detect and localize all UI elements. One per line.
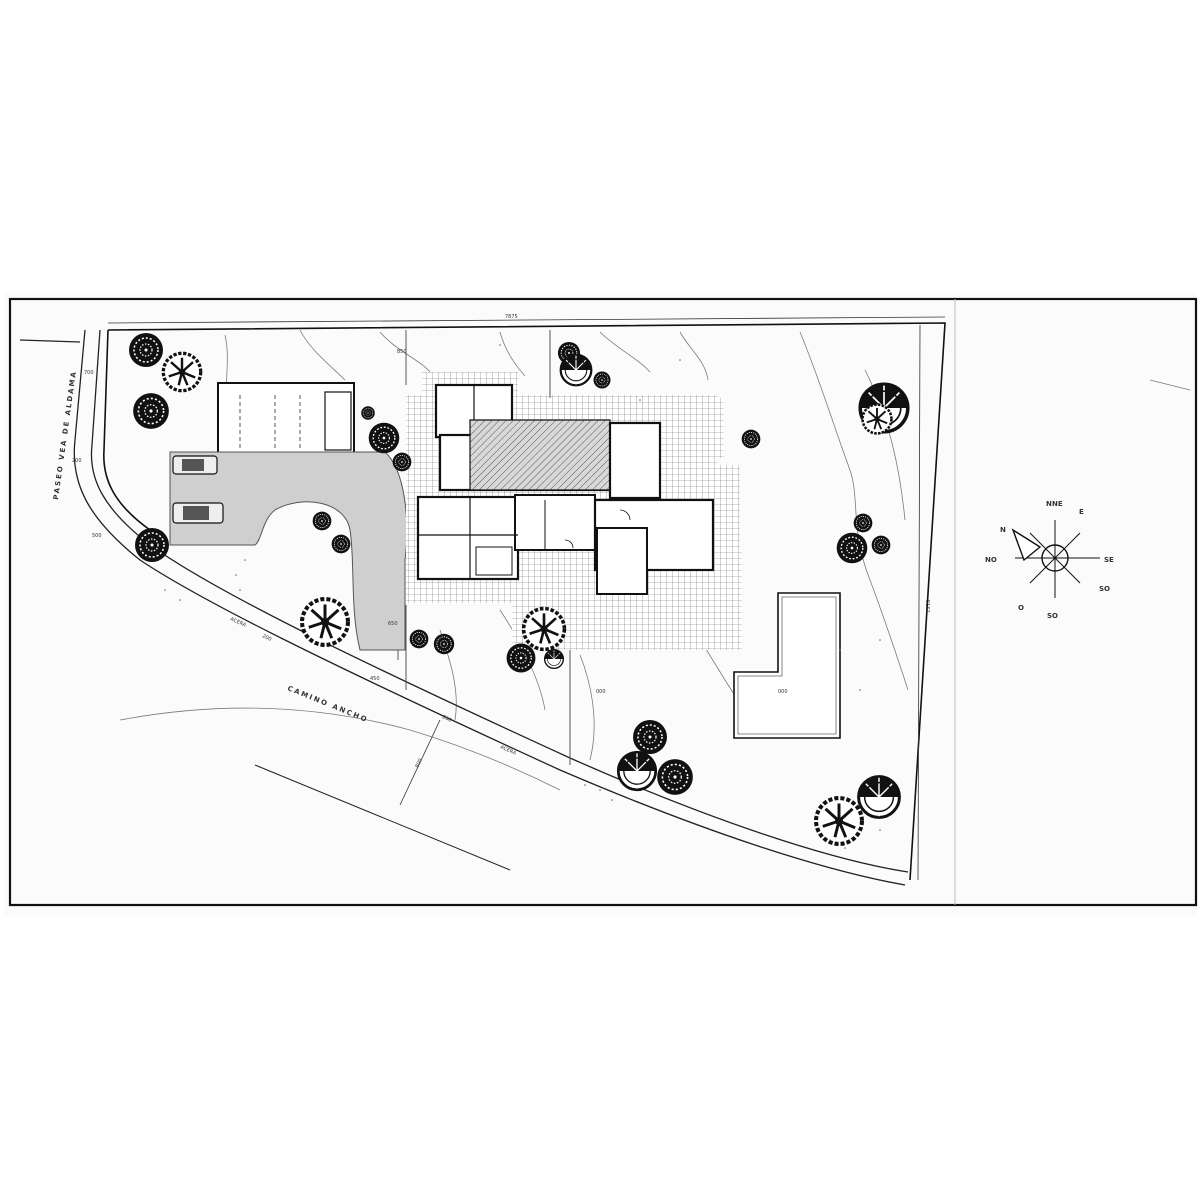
compass-so: SO — [1099, 585, 1110, 593]
tree-icon — [861, 403, 893, 435]
garden-note: 000 — [596, 689, 606, 695]
tree-icon — [543, 648, 565, 670]
compass-e: E — [1079, 508, 1084, 516]
dim-walk-right: 200 — [441, 714, 452, 723]
compass-ne: NE — [1052, 500, 1063, 508]
tree-icon — [616, 750, 658, 792]
pool-note: 000 — [778, 689, 788, 695]
compass-n: N — [1046, 500, 1052, 508]
property-boundary — [103, 322, 946, 881]
north-arrow-icon — [1011, 528, 1042, 562]
compass-se: SE — [1104, 556, 1114, 564]
tree-icon — [161, 351, 203, 393]
tree-icon — [857, 775, 901, 819]
swimming-pool — [733, 592, 841, 739]
tree-icon — [433, 633, 455, 655]
shrub-stipple — [164, 344, 881, 849]
tree-icon — [656, 758, 694, 796]
pool-inner-edge — [737, 596, 837, 735]
tree-icon — [521, 606, 567, 652]
tree-icon — [360, 405, 376, 421]
garage-block — [217, 382, 355, 454]
compass-small-label: N — [1000, 526, 1006, 534]
tree-icon — [871, 535, 891, 555]
dim-top-setback: 850 — [397, 349, 407, 355]
parked-cars — [172, 455, 224, 524]
compass-rose: N NE E SE SO SO O NO N — [985, 500, 1114, 620]
tree-icon — [134, 527, 170, 563]
dim-walk-left: 200 — [261, 633, 272, 642]
tree-icon — [632, 719, 668, 755]
dim-front-setback: 650 — [388, 621, 398, 627]
tree-icon — [559, 353, 593, 387]
dim-left-a: 700 — [84, 370, 94, 376]
tree-icon — [132, 392, 170, 430]
dim-walk-mid: 450 — [370, 676, 380, 682]
drawing-border — [8, 297, 1198, 907]
tree-icon — [392, 452, 412, 472]
house-plan — [416, 383, 715, 595]
tree-icon — [302, 599, 348, 645]
tree-icon — [312, 511, 332, 531]
street-edges — [19, 329, 909, 886]
tree-icon — [593, 371, 611, 389]
dim-left-c: 500 — [92, 533, 102, 539]
tree-icon — [836, 532, 868, 564]
tree-icon — [331, 534, 351, 554]
tree-icon — [741, 429, 761, 449]
compass-no: NO — [985, 556, 997, 564]
tree-icon — [816, 798, 862, 844]
dim-right-depth: 5162 — [924, 600, 930, 613]
garden-walls — [405, 330, 571, 765]
compass-o: O — [1018, 604, 1024, 612]
tree-icon — [409, 629, 429, 649]
compass-s: SO — [1047, 612, 1058, 620]
tree-icon — [368, 422, 400, 454]
tree-icon — [128, 332, 164, 368]
tree-icon — [853, 513, 873, 533]
dim-left-b: 200 — [72, 458, 82, 464]
dim-top-length: 7875 — [505, 314, 518, 320]
dim-road-width: 800 — [414, 758, 423, 769]
tree-icon — [505, 642, 537, 674]
